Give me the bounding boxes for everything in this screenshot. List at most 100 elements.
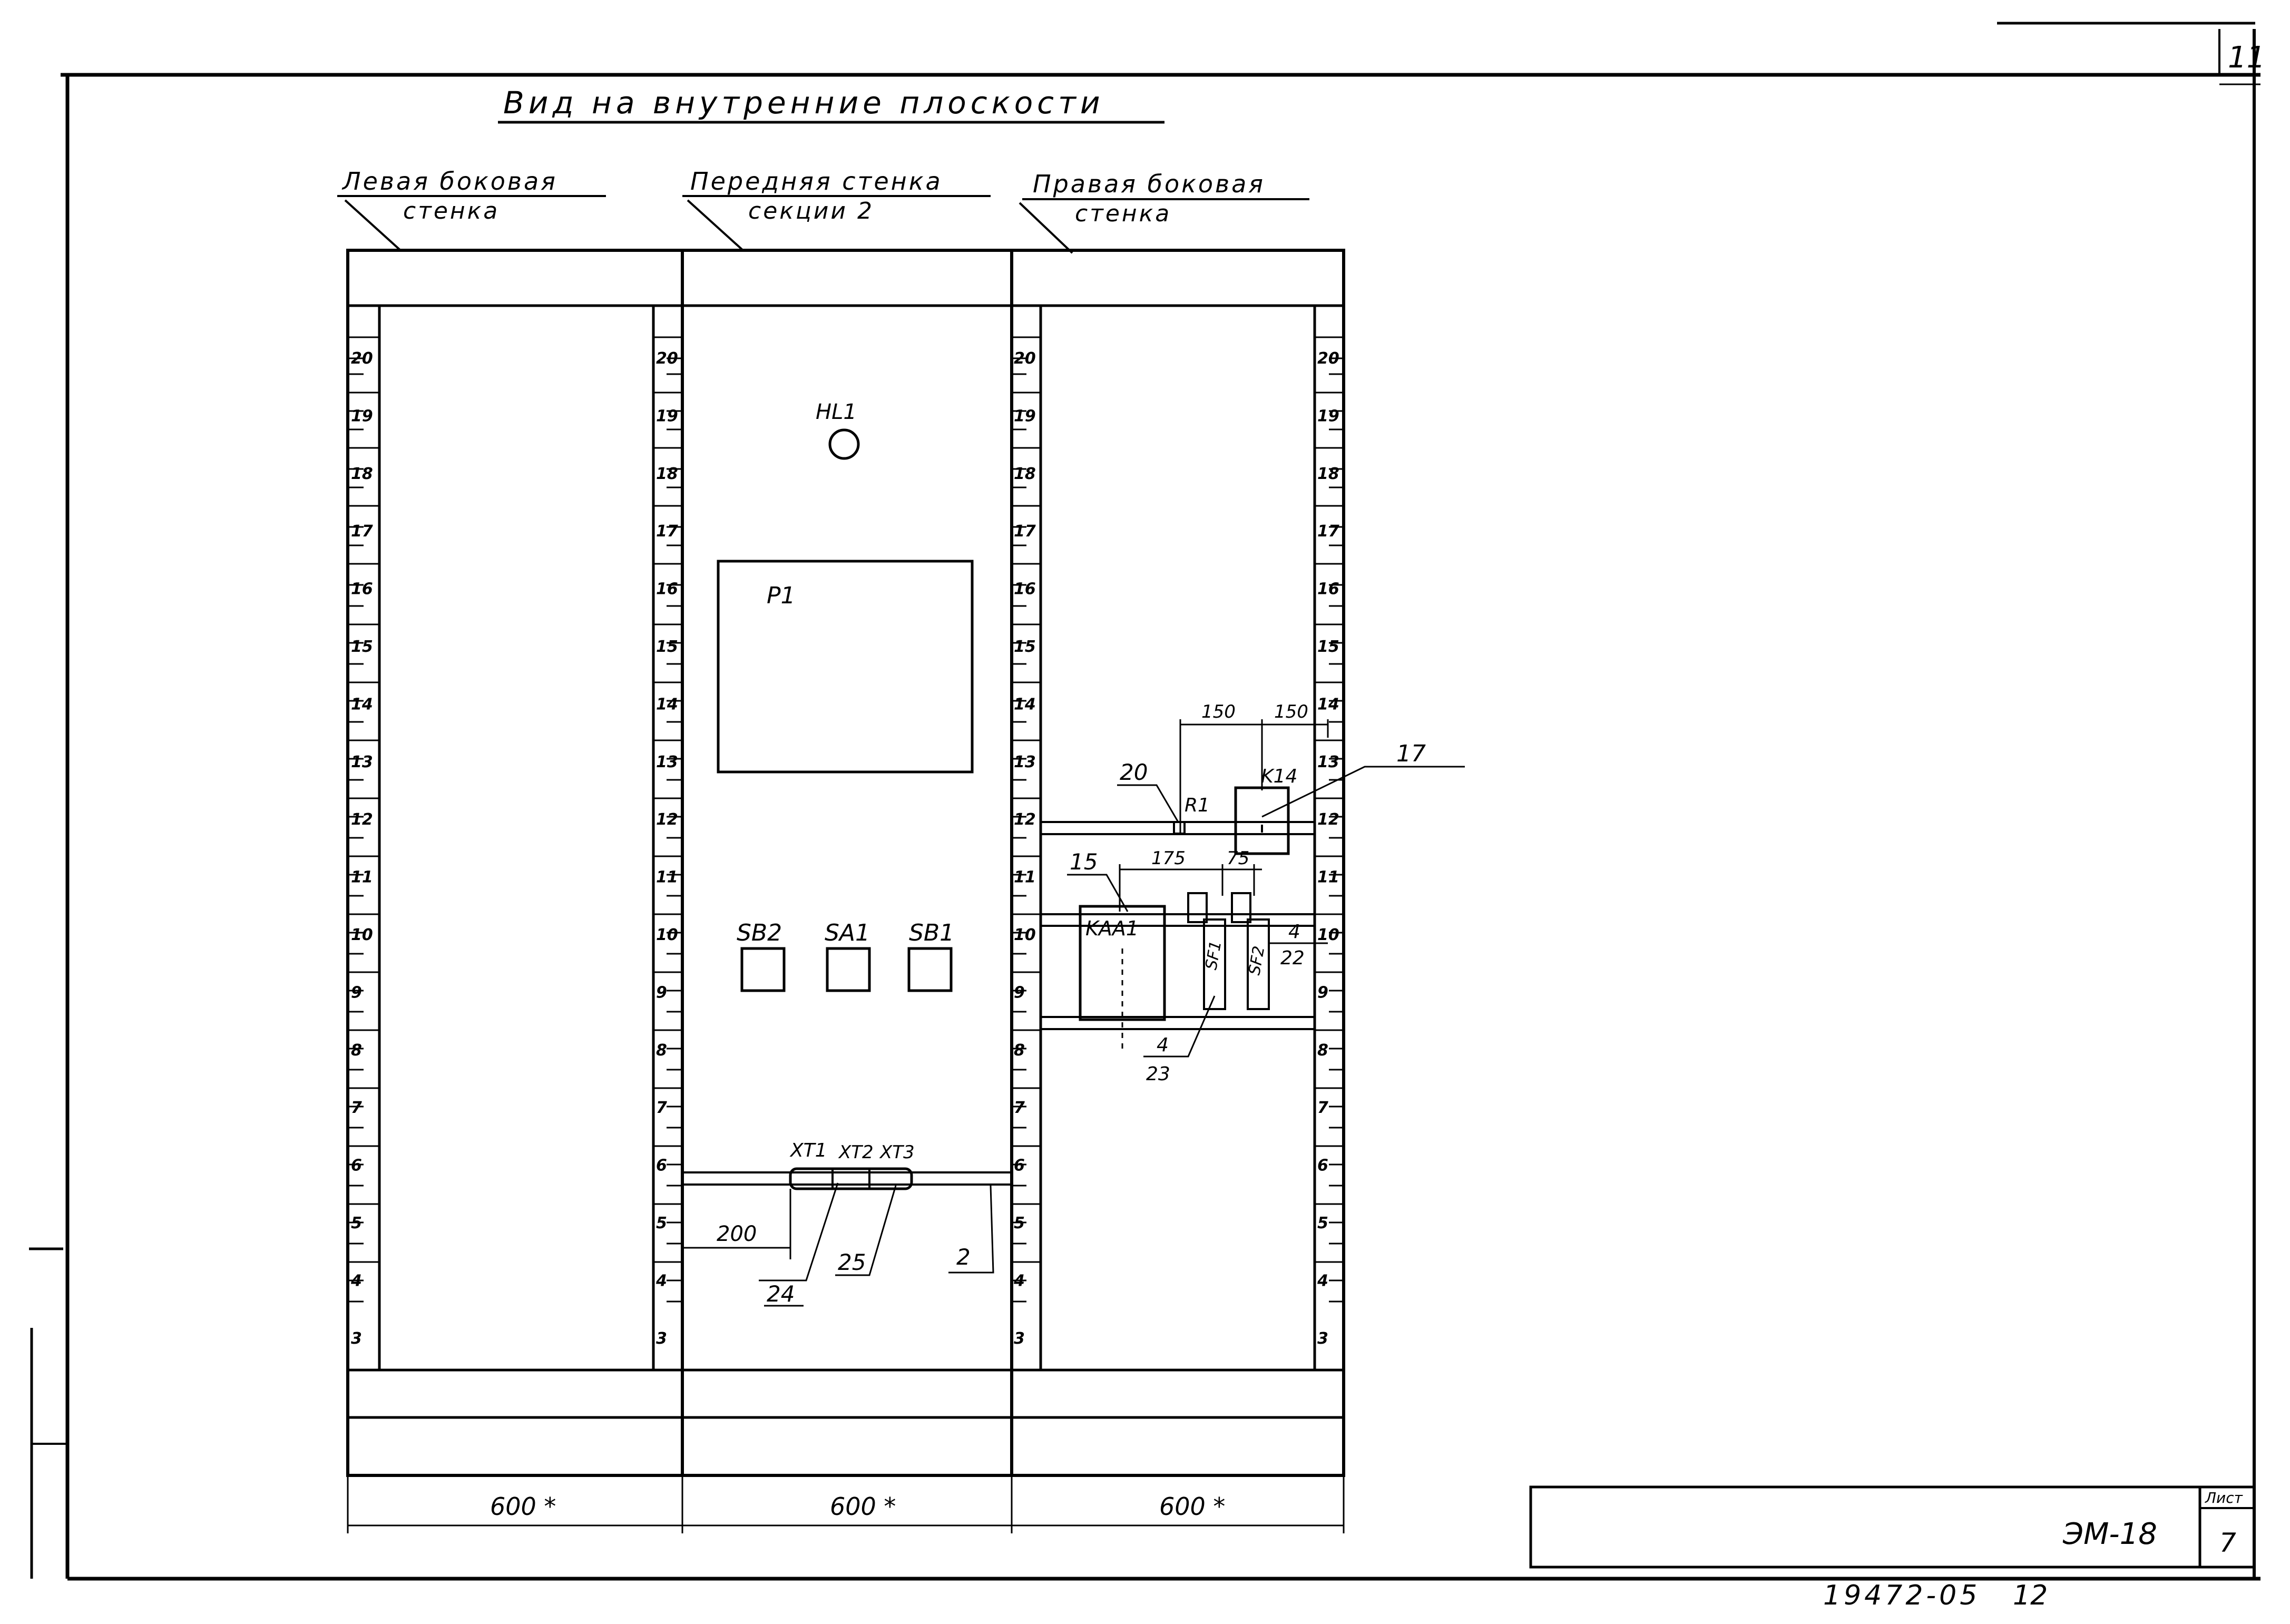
scale-mark-7: 7 [1317, 1099, 1328, 1117]
cabinet-frame [346, 249, 1345, 1477]
ref-22: 22 [1280, 947, 1305, 969]
scale-mark-17: 17 [1014, 522, 1036, 541]
scale-mark-19: 19 [1317, 407, 1339, 425]
terminal-block-xt [789, 1167, 913, 1190]
scale-mark-16: 16 [351, 580, 373, 599]
stamp-document-code: ЭМ-18 [2062, 1517, 2157, 1551]
scale-mark-3: 3 [351, 1329, 362, 1348]
r1-resistor [1173, 821, 1186, 835]
scale-mark-12: 12 [1317, 810, 1339, 829]
ref-4-bottom: 4 [1157, 1034, 1169, 1056]
scale-mark-11: 11 [656, 868, 678, 887]
ref-24: 24 [767, 1281, 795, 1307]
scale-mark-20: 20 [1317, 349, 1339, 368]
r1-label: R1 [1185, 795, 1210, 816]
scale-mark-13: 13 [1014, 753, 1036, 771]
scale-mark-18: 18 [1014, 465, 1036, 483]
scale-mark-3: 3 [1317, 1329, 1328, 1348]
scale-mark-5: 5 [1014, 1214, 1025, 1232]
scale-mark-5: 5 [1317, 1214, 1328, 1232]
sf1-breaker-top [1187, 892, 1208, 923]
front-wall-caption-line1: Передняя стенка [690, 167, 943, 195]
scale-mark-10: 10 [1317, 926, 1339, 944]
right-wall-components: 150 150 R1 20 K14 17 175 75 15 KAA1 [1041, 701, 1465, 1085]
sf2-breaker [1247, 918, 1270, 1010]
drawing-title: Вид на внутренние плоскости [503, 85, 1104, 121]
scale-mark-8: 8 [1014, 1041, 1025, 1060]
ref-23: 23 [1146, 1063, 1170, 1085]
k14-relay [1234, 786, 1290, 855]
scale-mark-18: 18 [351, 465, 373, 483]
scale-mark-13: 13 [656, 753, 678, 771]
kaa1-label: KAA1 [1085, 917, 1139, 940]
left-wall-caption-line2: стенка [403, 198, 500, 224]
scale-mark-16: 16 [1014, 580, 1036, 599]
scale-mark-4: 4 [1317, 1271, 1328, 1290]
scale-mark-3: 3 [1014, 1329, 1025, 1348]
dim-150-b: 150 [1274, 701, 1308, 722]
scale-mark-19: 19 [656, 407, 678, 425]
scale-mark-15: 15 [1317, 638, 1339, 656]
dim-150-a: 150 [1201, 701, 1236, 722]
sf1-label: SF1 [1202, 940, 1225, 972]
scale-mark-9: 9 [351, 983, 362, 1002]
dim-200: 200 [717, 1222, 757, 1246]
scale-mark-4: 4 [1013, 1271, 1025, 1290]
scale-mark-3: 3 [656, 1329, 667, 1348]
scale-mark-17: 17 [656, 522, 678, 541]
stamp-sheet-number: 7 [2219, 1528, 2236, 1558]
scale-mark-7: 7 [1014, 1099, 1025, 1117]
scale-mark-16: 16 [656, 580, 678, 599]
sa1-switch [826, 947, 871, 992]
p1-label: P1 [767, 582, 796, 609]
scale-mark-15: 15 [1014, 638, 1036, 656]
scale-mark-14: 14 [656, 695, 678, 713]
right-wall-caption-line1: Правая боковая [1033, 170, 1265, 198]
scale-mark-7: 7 [656, 1099, 667, 1117]
scale-mark-19: 19 [351, 407, 373, 425]
right-wall-caption-line2: стенка [1075, 200, 1171, 227]
scale-mark-18: 18 [1317, 465, 1339, 483]
scale-mark-15: 15 [351, 638, 373, 656]
dim-600-left: 600 * [490, 1492, 556, 1521]
archive-page: 12 [2013, 1580, 2048, 1611]
title-stamp: Лист 7 ЭМ-18 [1529, 1485, 2256, 1569]
scale-mark-6: 6 [1317, 1157, 1328, 1175]
sheet-frame [29, 22, 2260, 1581]
scale-mark-13: 13 [1317, 753, 1339, 771]
scale-mark-16: 16 [1317, 580, 1339, 599]
scale-mark-4: 4 [350, 1271, 362, 1290]
ref-15: 15 [1070, 849, 1098, 875]
sb1-button [907, 947, 953, 992]
ref-4-right: 4 [1288, 921, 1300, 943]
scale-mark-6: 6 [1014, 1157, 1025, 1175]
scale-mark-6: 6 [351, 1157, 362, 1175]
scale-ticks [349, 336, 1344, 1303]
stamp-sheet-label: Лист [2205, 1489, 2243, 1506]
bottom-dimensions: 600 * 600 * 600 * [347, 1475, 1345, 1533]
sf2-breaker-top [1231, 892, 1251, 923]
ref-17: 17 [1396, 740, 1426, 767]
p1-meter [717, 560, 974, 774]
scale-mark-20: 20 [656, 349, 678, 368]
dim-600-center: 600 * [830, 1492, 896, 1521]
scale-mark-6: 6 [656, 1157, 667, 1175]
wall-captions: Левая боковая стенка Передняя стенка сек… [337, 167, 1309, 254]
left-wall-caption-line1: Левая боковая [341, 167, 557, 195]
scale-mark-11: 11 [1014, 868, 1036, 887]
scale-mark-20: 20 [1014, 349, 1036, 368]
ref-25: 25 [838, 1249, 866, 1275]
archive-number: 19472-05 [1823, 1580, 1980, 1611]
scale-mark-10: 10 [1014, 926, 1036, 944]
scale-mark-17: 17 [1317, 522, 1339, 541]
scale-mark-14: 14 [1014, 695, 1036, 713]
sheet-number-top: 11 [2228, 41, 2265, 75]
xt3-label: XT3 [879, 1142, 915, 1163]
scale-mark-10: 10 [351, 926, 373, 944]
scale-mark-20: 20 [351, 349, 373, 368]
scale-mark-14: 14 [351, 695, 373, 713]
dim-600-right: 600 * [1159, 1492, 1225, 1521]
